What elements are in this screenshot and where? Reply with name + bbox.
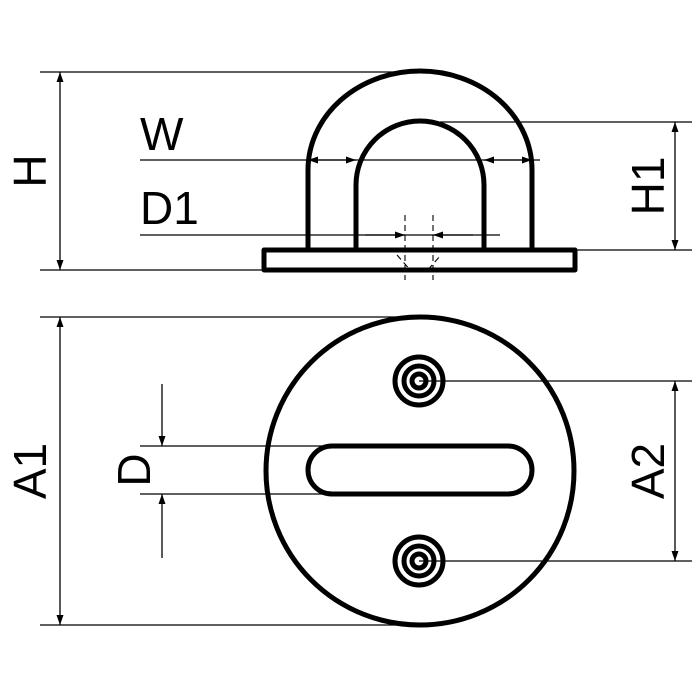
dimension-h: H <box>4 71 420 271</box>
label-h1: H1 <box>622 157 674 216</box>
label-a1: A1 <box>4 443 56 499</box>
dimension-a1: A1 <box>4 316 420 626</box>
label-d1: D1 <box>140 182 199 234</box>
dimension-h1: H1 <box>440 121 692 251</box>
dimension-d1: D1 <box>140 182 500 239</box>
eye-outer-outline <box>305 68 535 253</box>
top-view <box>263 314 577 628</box>
label-w: W <box>140 108 184 160</box>
label-h: H <box>4 154 56 187</box>
label-d: D <box>108 453 160 486</box>
hidden-countersink <box>396 254 442 273</box>
label-a2: A2 <box>622 443 674 499</box>
dimension-d: D <box>108 384 330 558</box>
dimension-a2: A2 <box>419 380 692 562</box>
eye-inner-outline <box>353 118 487 253</box>
base-disc <box>263 314 577 628</box>
base-plate <box>261 247 578 273</box>
center-slot <box>305 443 535 497</box>
side-view <box>261 68 578 280</box>
dimension-w: W <box>140 108 540 164</box>
